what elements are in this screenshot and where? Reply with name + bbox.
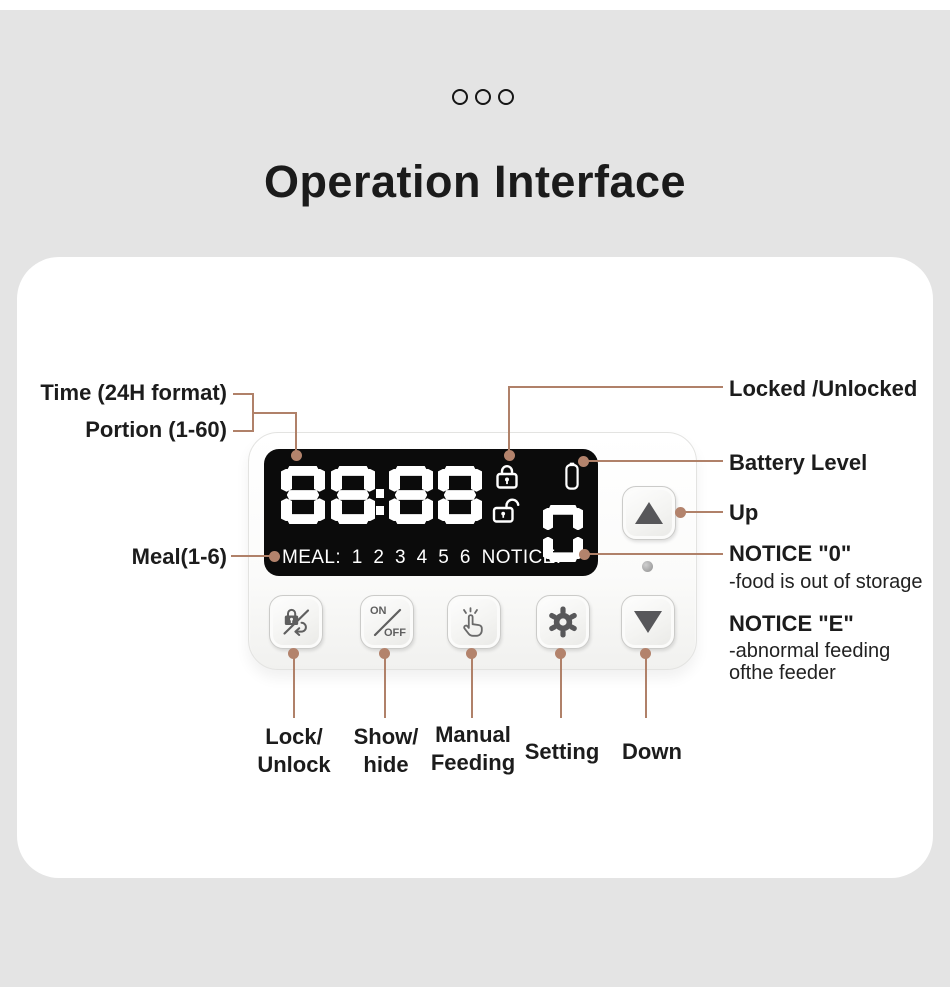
dot-icon	[452, 89, 468, 105]
connector-line	[231, 555, 271, 557]
connector-line	[384, 655, 386, 718]
label-notice-e-desc1: -abnormal feeding	[729, 640, 891, 662]
connector-line	[645, 655, 647, 718]
lcd-display: MEAL: 1 2 3 4 5 6 NOTICE:	[264, 449, 598, 576]
label-manual-line2: Feeding	[430, 750, 516, 775]
up-button	[622, 486, 676, 540]
label-portion: Portion (1-60)	[85, 417, 227, 442]
label-battery-level: Battery Level	[729, 450, 868, 475]
gear-icon	[549, 606, 577, 638]
connector-line	[509, 386, 723, 388]
label-down: Down	[622, 739, 682, 764]
label-notice-e: NOTICE "E"	[729, 611, 854, 636]
connector-line	[682, 511, 723, 513]
connector-line	[560, 655, 562, 718]
label-manual-feeding: Manual Feeding	[403, 721, 543, 777]
label-manual-line1: Manual	[435, 722, 511, 747]
ellipsis-dots-icon	[452, 89, 514, 105]
notice-digit	[543, 505, 583, 562]
locked-icon	[496, 465, 518, 489]
padlock-slash-undo-icon	[283, 608, 310, 636]
connector-line	[233, 430, 254, 432]
connector-dot	[675, 507, 686, 518]
connector-line	[587, 553, 723, 555]
label-notice-0-desc: -food is out of storage	[729, 571, 923, 593]
time-digit-2	[331, 466, 375, 524]
label-setting: Setting	[524, 739, 600, 764]
label-notice-0: NOTICE "0"	[729, 541, 852, 566]
meal-status-row: MEAL: 1 2 3 4 5 6 NOTICE:	[282, 547, 562, 568]
label-lock-line2: Unlock	[257, 752, 331, 777]
connector-dot	[379, 648, 390, 659]
connector-dot	[269, 551, 280, 562]
feeder-control-panel: MEAL: 1 2 3 4 5 6 NOTICE: ON OFF	[248, 432, 697, 670]
label-show-line1: Show/	[353, 724, 419, 749]
page-title: Operation Interface	[263, 156, 687, 207]
connector-dot	[291, 450, 302, 461]
lock-unlock-button	[269, 595, 323, 649]
label-up: Up	[729, 500, 759, 525]
label-notice-e-desc2: ofthe feeder	[729, 662, 836, 684]
connector-dot	[640, 648, 651, 659]
label-lock-line1: Lock/	[265, 724, 323, 749]
battery-icon	[565, 462, 579, 490]
setting-button	[536, 595, 590, 649]
manual-feeding-button	[447, 595, 501, 649]
connector-line	[293, 655, 295, 718]
unlocked-icon	[492, 498, 520, 523]
label-show-hide: Show/ hide	[316, 723, 456, 779]
time-digit-4	[438, 466, 482, 524]
dot-icon	[475, 89, 491, 105]
time-digit-3	[389, 466, 433, 524]
on-off-icon: ON OFF	[368, 603, 406, 641]
dot-icon	[498, 89, 514, 105]
label-time: Time (24H format)	[40, 380, 227, 405]
connector-line	[252, 412, 297, 414]
down-button	[621, 595, 675, 649]
triangle-up-icon	[635, 502, 663, 524]
connector-dot	[579, 549, 590, 560]
triangle-down-icon	[634, 611, 662, 633]
connector-dot	[466, 648, 477, 659]
label-lock-unlock: Lock/ Unlock	[224, 723, 364, 779]
indicator-led	[642, 561, 653, 572]
connector-line	[508, 386, 510, 451]
connector-line	[233, 393, 254, 395]
label-locked-unlocked: Locked /Unlocked	[729, 376, 918, 401]
connector-dot	[578, 456, 589, 467]
show-hide-button: ON OFF	[360, 595, 414, 649]
on-label: ON	[370, 605, 387, 617]
connector-line	[295, 412, 297, 452]
tap-hand-icon	[463, 607, 483, 637]
connector-line	[471, 655, 473, 718]
connector-dot	[504, 450, 515, 461]
connector-dot	[288, 648, 299, 659]
off-label: OFF	[384, 627, 406, 639]
connector-dot	[555, 648, 566, 659]
label-show-line2: hide	[363, 752, 409, 777]
label-meal: Meal(1-6)	[131, 544, 227, 569]
time-digit-1	[281, 466, 325, 524]
connector-line	[585, 460, 723, 462]
